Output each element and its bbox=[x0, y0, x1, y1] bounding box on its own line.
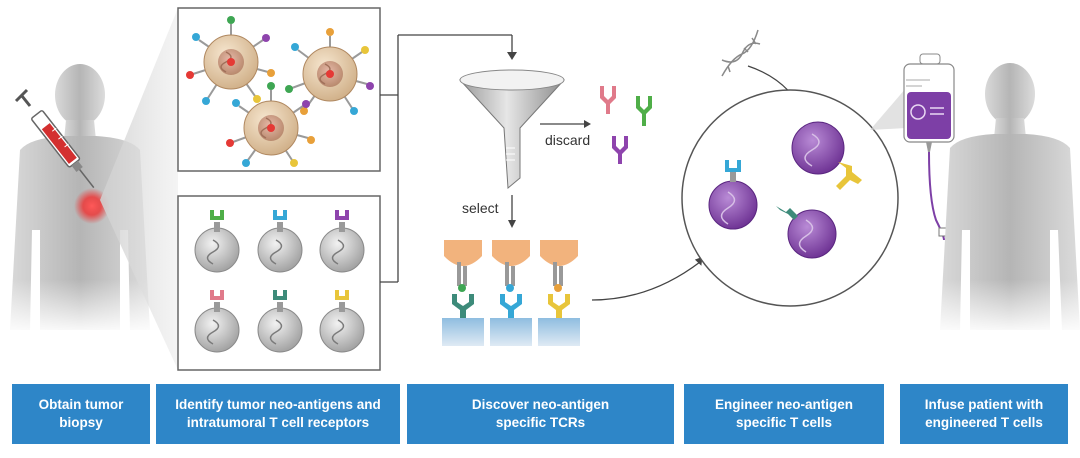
step-line: specific T cells bbox=[735, 415, 833, 430]
step-obtain-biopsy: Obtain tumor biopsy bbox=[12, 384, 150, 444]
step-discover-tcrs: Discover neo-antigen specific TCRs bbox=[407, 384, 674, 444]
connector-bracket bbox=[380, 34, 513, 283]
patient-silhouette-right bbox=[930, 63, 1080, 335]
step-identify-antigens: Identify tumor neo-antigens and intratumo… bbox=[156, 384, 400, 444]
tumor-cell bbox=[186, 16, 275, 105]
engineered-t-cell bbox=[708, 160, 758, 230]
step-engineer-t-cells: Engineer neo-antigen specific T cells bbox=[684, 384, 884, 444]
step-line: engineered T cells bbox=[925, 415, 1043, 430]
step-line: intratumoral T cell receptors bbox=[186, 415, 370, 430]
selected-tcr-pair bbox=[538, 240, 580, 346]
discarded-receptor bbox=[600, 86, 616, 114]
tumor-spot bbox=[74, 188, 110, 224]
funnel-icon bbox=[459, 69, 565, 190]
zoom-cone-bag bbox=[870, 88, 906, 130]
step-infuse-patient: Infuse patient with engineered T cells bbox=[900, 384, 1068, 444]
selected-tcr-pair bbox=[490, 240, 532, 346]
step-line: Engineer neo-antigen bbox=[714, 397, 853, 412]
tumor-cell bbox=[285, 28, 374, 115]
step-line: specific TCRs bbox=[495, 415, 586, 430]
syringe-icon bbox=[14, 88, 95, 189]
zoom-cone bbox=[100, 8, 178, 370]
arrow-head bbox=[507, 52, 517, 60]
dna-icon bbox=[721, 29, 761, 77]
step-line: Infuse patient with bbox=[924, 397, 1044, 412]
select-arrow bbox=[508, 220, 516, 228]
t-cell bbox=[194, 210, 240, 273]
t-cell bbox=[194, 290, 240, 353]
discarded-receptor bbox=[612, 136, 628, 164]
step-line: biopsy bbox=[59, 415, 103, 430]
selected-tcr-pair bbox=[442, 240, 484, 346]
t-cell bbox=[319, 210, 365, 273]
discarded-receptor bbox=[636, 96, 652, 126]
t-cell bbox=[257, 290, 303, 353]
engineered-t-cell bbox=[791, 121, 862, 190]
curved-arrow bbox=[591, 261, 701, 301]
discard-label: discard bbox=[545, 132, 591, 148]
step-line: Identify tumor neo-antigens and bbox=[175, 397, 381, 412]
discard-arrow bbox=[584, 120, 591, 128]
select-label: select bbox=[462, 200, 499, 216]
t-cell bbox=[257, 210, 303, 273]
step-line: Discover neo-antigen bbox=[471, 397, 610, 412]
tumor-cell bbox=[226, 82, 315, 167]
engineered-t-cell bbox=[776, 206, 837, 259]
step-line: Obtain tumor bbox=[38, 397, 124, 412]
t-cell bbox=[319, 290, 365, 353]
